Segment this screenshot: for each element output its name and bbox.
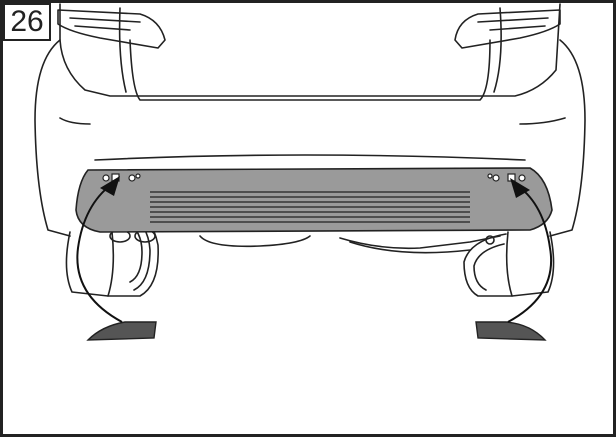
sensor-hole-left-1 — [102, 174, 110, 182]
sensor-hole-right-1 — [487, 173, 493, 179]
arrowhead-left — [100, 176, 120, 196]
bumper-upper — [94, 154, 526, 161]
diffuser-grille — [150, 191, 470, 223]
step-number-box: 26 — [3, 3, 51, 41]
sensor-pad-right — [475, 321, 547, 341]
body-side-left — [34, 39, 71, 237]
trunk-lid — [59, 3, 561, 97]
sensor-hole-left-4 — [135, 173, 141, 179]
wheel-right — [463, 231, 555, 297]
underbody-left — [199, 235, 311, 248]
curved-arrow-icon-right — [507, 185, 553, 323]
trunk-panel — [129, 39, 491, 101]
underbody-link — [349, 241, 471, 254]
body-side-right — [549, 39, 586, 237]
tail-light-left-lines — [69, 17, 141, 31]
diffuser-panel — [75, 167, 553, 233]
sensor-hole-right-2 — [492, 174, 500, 182]
bumper-crease — [59, 117, 566, 125]
tail-light-left — [57, 9, 166, 49]
step-number: 26 — [10, 5, 44, 38]
curved-arrow-icon-left — [76, 183, 123, 323]
underbody-axle — [339, 235, 501, 250]
sensor-hole-left-3 — [128, 174, 136, 182]
tail-light-right-lines — [477, 17, 549, 31]
trunk-inner-line — [118, 7, 502, 93]
sensor-hole-right-4 — [518, 174, 526, 182]
sensor-pad-left — [86, 321, 157, 341]
underbody-bolt — [485, 235, 495, 245]
arrowhead-right — [510, 178, 530, 198]
tail-light-right — [454, 9, 561, 49]
